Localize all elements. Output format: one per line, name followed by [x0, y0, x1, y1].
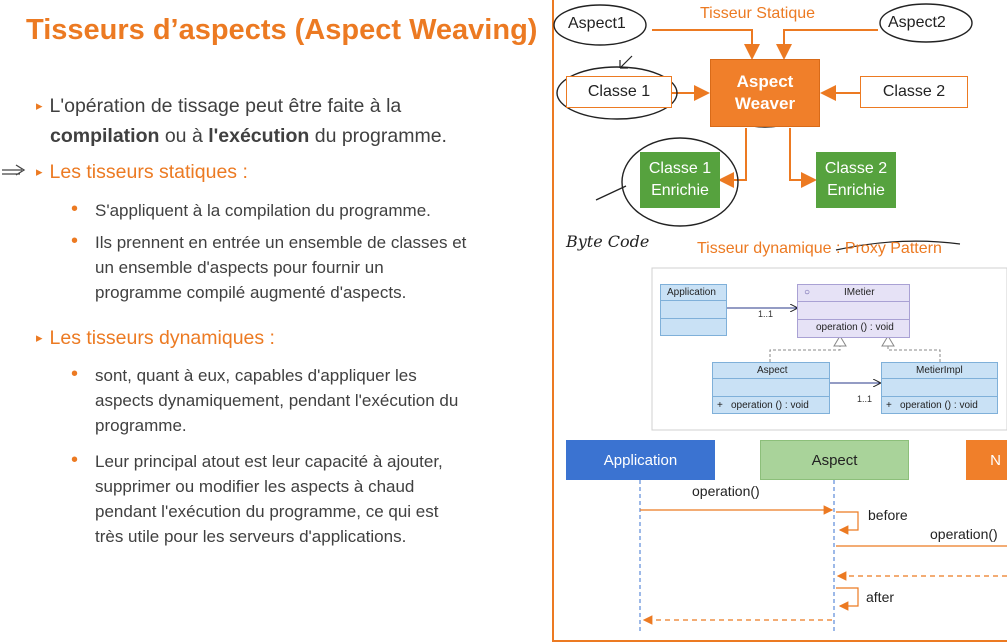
bullet-weaving-time: ▸ L'opération de tissage peut être faite …	[36, 92, 447, 150]
uml-mult1: 1..1	[758, 309, 774, 319]
static-item-2: •Ils prennent en entrée un ensemble de c…	[71, 230, 467, 302]
dynamic-item-2: •Leur principal atout est leur capacité …	[71, 449, 443, 546]
enriched-classe2-box: Classe 2 Enrichie	[816, 152, 896, 208]
uml-imetier-interface: ○ IMetier operation () : void	[797, 284, 910, 338]
hand-circle-aspect1	[553, 4, 647, 46]
uml-application-class: Application	[660, 284, 727, 336]
hand-circle-enriched1	[621, 137, 739, 227]
classe2-text: Classe 2	[882, 83, 946, 100]
dynamic-heading-text: Les tisseurs dynamiques :	[49, 327, 275, 349]
uml-aspect-class: Aspect + operation () : void	[712, 362, 830, 414]
seq-msg-operation2: operation()	[930, 526, 998, 542]
triangle-bullet-icon: ▸	[36, 330, 43, 345]
slide-title: Tisseurs d’aspects (Aspect Weaving)	[26, 14, 538, 46]
weaver-line1: Aspect	[736, 72, 794, 91]
static-weaver-label: Tisseur Statique	[700, 5, 816, 22]
uml-metierimpl-name: MetierImpl	[916, 365, 963, 376]
hand-circle-aspect2	[879, 3, 973, 43]
seq-application-lane: Application	[566, 440, 715, 480]
uml-aspect-name: Aspect	[757, 365, 788, 376]
classe2-box: Classe 2	[860, 76, 968, 108]
enriched-classe1-box: Classe 1 Enrichie	[640, 152, 720, 208]
weaver-line2: Weaver	[734, 94, 796, 113]
dot-bullet-icon: •	[71, 363, 79, 385]
aspect1-label: Aspect1	[568, 15, 626, 32]
diagram-panel	[552, 0, 1007, 642]
bullet-line1: L'opération de tissage peut être faite à…	[49, 95, 402, 117]
aspect2-label: Aspect2	[888, 14, 946, 31]
uml-metierimpl-plus: +	[886, 400, 892, 411]
bold-execution: l'exécution	[208, 125, 310, 147]
aspect-weaver-box: Aspect Weaver	[710, 59, 820, 127]
static-weavers-heading: ▸ Les tisseurs statiques :	[36, 158, 248, 188]
uml-application-name: Application	[667, 287, 716, 298]
bold-compilation: compilation	[50, 125, 160, 147]
uml-imetier-op: operation () : void	[816, 322, 894, 333]
triangle-bullet-icon: ▸	[36, 164, 43, 179]
static-heading-text: Les tisseurs statiques :	[49, 161, 248, 183]
dot-bullet-icon: •	[71, 449, 79, 471]
hand-circle-classe1	[556, 66, 678, 120]
handwritten-byte-code: Byte Code	[566, 232, 650, 251]
classe1-box: Classe 1	[566, 76, 672, 108]
uml-metierimpl-op: operation () : void	[900, 400, 978, 411]
seq-third-text: N	[990, 451, 1001, 469]
seq-application-text: Application	[603, 451, 678, 469]
uml-aspect-plus: +	[717, 400, 723, 411]
seq-msg-before: before	[868, 507, 908, 523]
dynamic-weavers-heading: ▸ Les tisseurs dynamiques :	[36, 324, 275, 354]
enriched1-line1: Classe 1	[648, 160, 712, 177]
enriched2-line2: Enrichie	[827, 182, 885, 199]
handwritten-arrow-icon	[0, 160, 30, 185]
dot-bullet-icon: •	[71, 230, 79, 252]
seq-msg-operation1: operation()	[692, 483, 760, 499]
enriched2-line1: Classe 2	[824, 160, 888, 177]
enriched1-line2: Enrichie	[651, 182, 709, 199]
seq-msg-after: after	[866, 589, 895, 605]
uml-mult2: 1..1	[857, 394, 873, 404]
uml-metierimpl-class: MetierImpl + operation () : void	[881, 362, 998, 414]
dot-bullet-icon: •	[71, 198, 79, 220]
dynamic-weaver-label: Tisseur dynamique : Proxy Pattern	[697, 240, 942, 257]
static-item-1: •S'appliquent à la compilation du progra…	[71, 198, 431, 220]
seq-third-lane-partial: N	[966, 440, 1007, 480]
uml-aspect-op: operation () : void	[731, 400, 809, 411]
bullet-end: du programme.	[309, 125, 447, 147]
bullet-mid: ou à	[159, 125, 209, 147]
uml-imetier-name: IMetier	[844, 287, 875, 298]
interface-circle-icon: ○	[804, 287, 811, 298]
seq-aspect-lane: Aspect	[760, 440, 909, 480]
seq-aspect-text: Aspect	[811, 451, 858, 469]
triangle-bullet-icon: ▸	[36, 98, 43, 113]
classe1-text: Classe 1	[587, 83, 651, 100]
dynamic-item-1: •sont, quant à eux, capables d'appliquer…	[71, 363, 459, 435]
